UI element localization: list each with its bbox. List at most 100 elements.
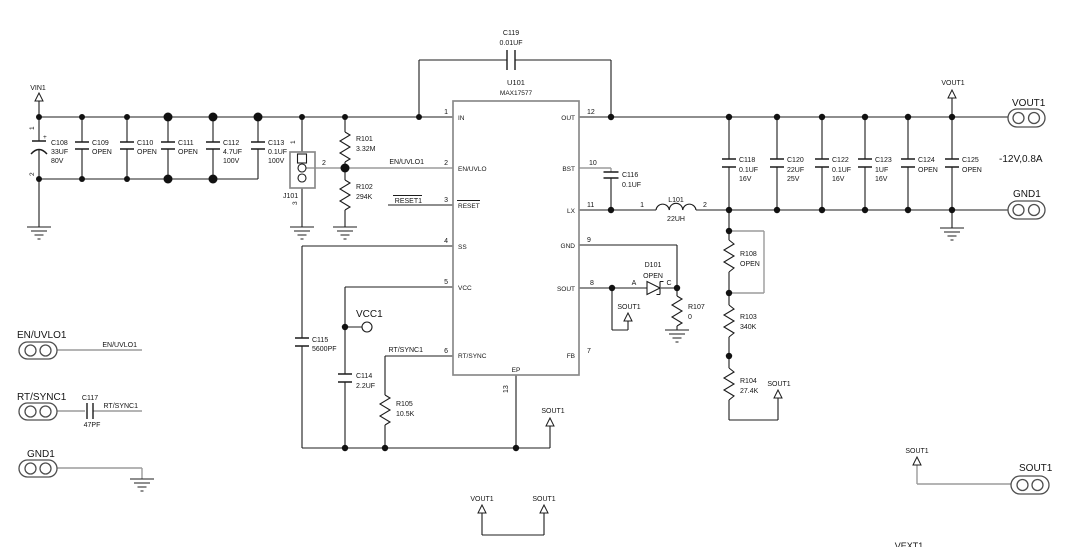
r104-value: 27.4K <box>740 388 759 395</box>
vin1-net-label: VIN1 <box>30 85 46 92</box>
sout1-net-label-r104: SOUT1 <box>767 381 790 388</box>
connector-gnd1-left-body <box>18 459 58 478</box>
d101-value: OPEN <box>643 273 663 280</box>
c118-rating: 16V <box>739 176 752 183</box>
c120-rating: 25V <box>787 176 800 183</box>
connector-vout1 <box>1007 108 1046 128</box>
ic-ref: U101 <box>507 78 525 87</box>
c120-value: 22UF <box>787 167 804 174</box>
r105-value: 10.5K <box>396 411 415 418</box>
ic-pin-num-10: 10 <box>589 160 597 167</box>
ic-pin-name-vcc: VCC <box>458 285 472 292</box>
sout1-flag-bottom-icon <box>539 503 549 514</box>
diode-d101-symbol <box>646 280 664 296</box>
c114-ref: C114 <box>356 373 372 380</box>
rt-sync1-net-label: RT/SYNC1 <box>389 347 424 354</box>
c113-value: 0.1UF <box>268 149 287 156</box>
sout1-flag-r104-icon <box>773 388 783 399</box>
c111-ref: C111 <box>178 140 194 147</box>
reset1-net-label: RESET1 <box>395 198 422 205</box>
sout1-net-label-pin8: SOUT1 <box>617 304 640 311</box>
c125-value: OPEN <box>962 167 982 174</box>
r108-value: OPEN <box>740 261 760 268</box>
c111-value: OPEN <box>178 149 198 156</box>
en-uvlo1-net-label-left: EN/UVLO1 <box>102 342 137 349</box>
vext1-net-label: VEXT1 <box>895 541 924 547</box>
connector-gnd1-left-label: GND1 <box>27 449 55 460</box>
j101-ref: J101 <box>283 193 298 200</box>
r101-ref: R101 <box>356 136 373 143</box>
r103-value: 340K <box>740 324 757 331</box>
ic-pin-name-fb: FB <box>567 353 575 360</box>
inductor-l101-symbol <box>655 202 697 211</box>
c115-ref: C115 <box>312 337 328 344</box>
c119-ref: C119 <box>503 30 519 37</box>
connector-sout1-pin1 <box>1016 478 1029 492</box>
c122-rating: 16V <box>832 176 845 183</box>
wire-segments <box>38 59 1008 536</box>
junction-dots <box>36 112 956 452</box>
vout1-flag-bottom-icon <box>477 503 487 514</box>
connector-gnd1-left-pin1 <box>24 462 37 475</box>
net-flag-arrows <box>34 88 957 514</box>
ic-pin-name-bst: BST <box>562 166 575 173</box>
r107-ref: R107 <box>688 304 705 311</box>
connector-vout1-body <box>1007 108 1046 128</box>
d101-anode-label: A <box>632 280 637 287</box>
ic-pin-name-lx: LX <box>567 208 576 215</box>
connector-rt-sync1-label: RT/SYNC1 <box>17 392 67 403</box>
ic-body <box>452 100 580 376</box>
connector-vout1-pin2 <box>1027 111 1041 125</box>
c113-ref: C113 <box>268 140 284 147</box>
c108-pin1: 1 <box>29 126 36 130</box>
r108-ref: R108 <box>740 251 757 258</box>
connector-sout1 <box>1010 475 1050 495</box>
connector-en-uvlo1-pin1 <box>24 344 37 357</box>
ic-pin-name-in: IN <box>458 115 465 122</box>
connector-gnd1-left-pin2 <box>39 462 52 475</box>
sout1-flag-ep-icon <box>545 416 555 427</box>
r102-value: 294K <box>356 194 373 201</box>
c113-rating: 100V <box>268 158 285 165</box>
sout1-flag-pin8-icon <box>623 311 633 322</box>
connector-en-uvlo1-label: EN/UVLO1 <box>17 330 67 341</box>
c112-ref: C112 <box>223 140 239 147</box>
c115-value: 5600PF <box>312 346 337 353</box>
c112-rating: 100V <box>223 158 240 165</box>
connector-gnd1-right-body <box>1007 200 1046 220</box>
gray-wire-segments <box>57 167 1011 485</box>
r102-ref: R102 <box>356 184 373 191</box>
ic-pin-name-rtsync: RT/SYNC <box>458 353 487 360</box>
en-uvlo1-net-label: EN/UVLO1 <box>389 159 424 166</box>
c119-value: 0.01UF <box>500 40 523 47</box>
ic-pin-num-3: 3 <box>444 197 448 204</box>
ic-pin-num-13: 13 <box>503 385 510 393</box>
l101-value: 22UH <box>667 216 685 223</box>
r107-value: 0 <box>688 314 692 321</box>
c109-ref: C109 <box>92 140 109 147</box>
vout1-flag-icon <box>947 88 957 99</box>
j101-pin3-pad <box>297 173 307 183</box>
ic-pin-name-ss: SS <box>458 244 467 251</box>
d101-ref: D101 <box>645 262 662 269</box>
ic-pin-num-11: 11 <box>587 202 594 209</box>
connector-gnd1-left <box>18 459 58 478</box>
sout1-net-label-bottom: SOUT1 <box>532 496 555 503</box>
connector-sout1-label: SOUT1 <box>1019 463 1053 474</box>
c110-value: OPEN <box>137 149 157 156</box>
c108-value: 33UF <box>51 149 68 156</box>
connector-gnd1-right-label: GND1 <box>1013 189 1041 200</box>
ic-pin-name-enuvlo: EN/UVLO <box>458 166 487 173</box>
c123-value: 1UF <box>875 167 888 174</box>
vout1-net-label-top: VOUT1 <box>941 80 964 87</box>
connector-rt-sync1 <box>18 402 58 421</box>
c125-ref: C125 <box>962 157 979 164</box>
connector-gnd1-right-pin1 <box>1012 203 1025 217</box>
c116-ref: C116 <box>622 172 638 179</box>
resistor-symbols <box>338 131 736 426</box>
connector-rt-sync1-body <box>18 402 58 421</box>
d101-cathode-label: C <box>666 280 671 287</box>
ic-pin-num-7: 7 <box>587 348 591 355</box>
c108-polarity: + <box>43 134 47 141</box>
